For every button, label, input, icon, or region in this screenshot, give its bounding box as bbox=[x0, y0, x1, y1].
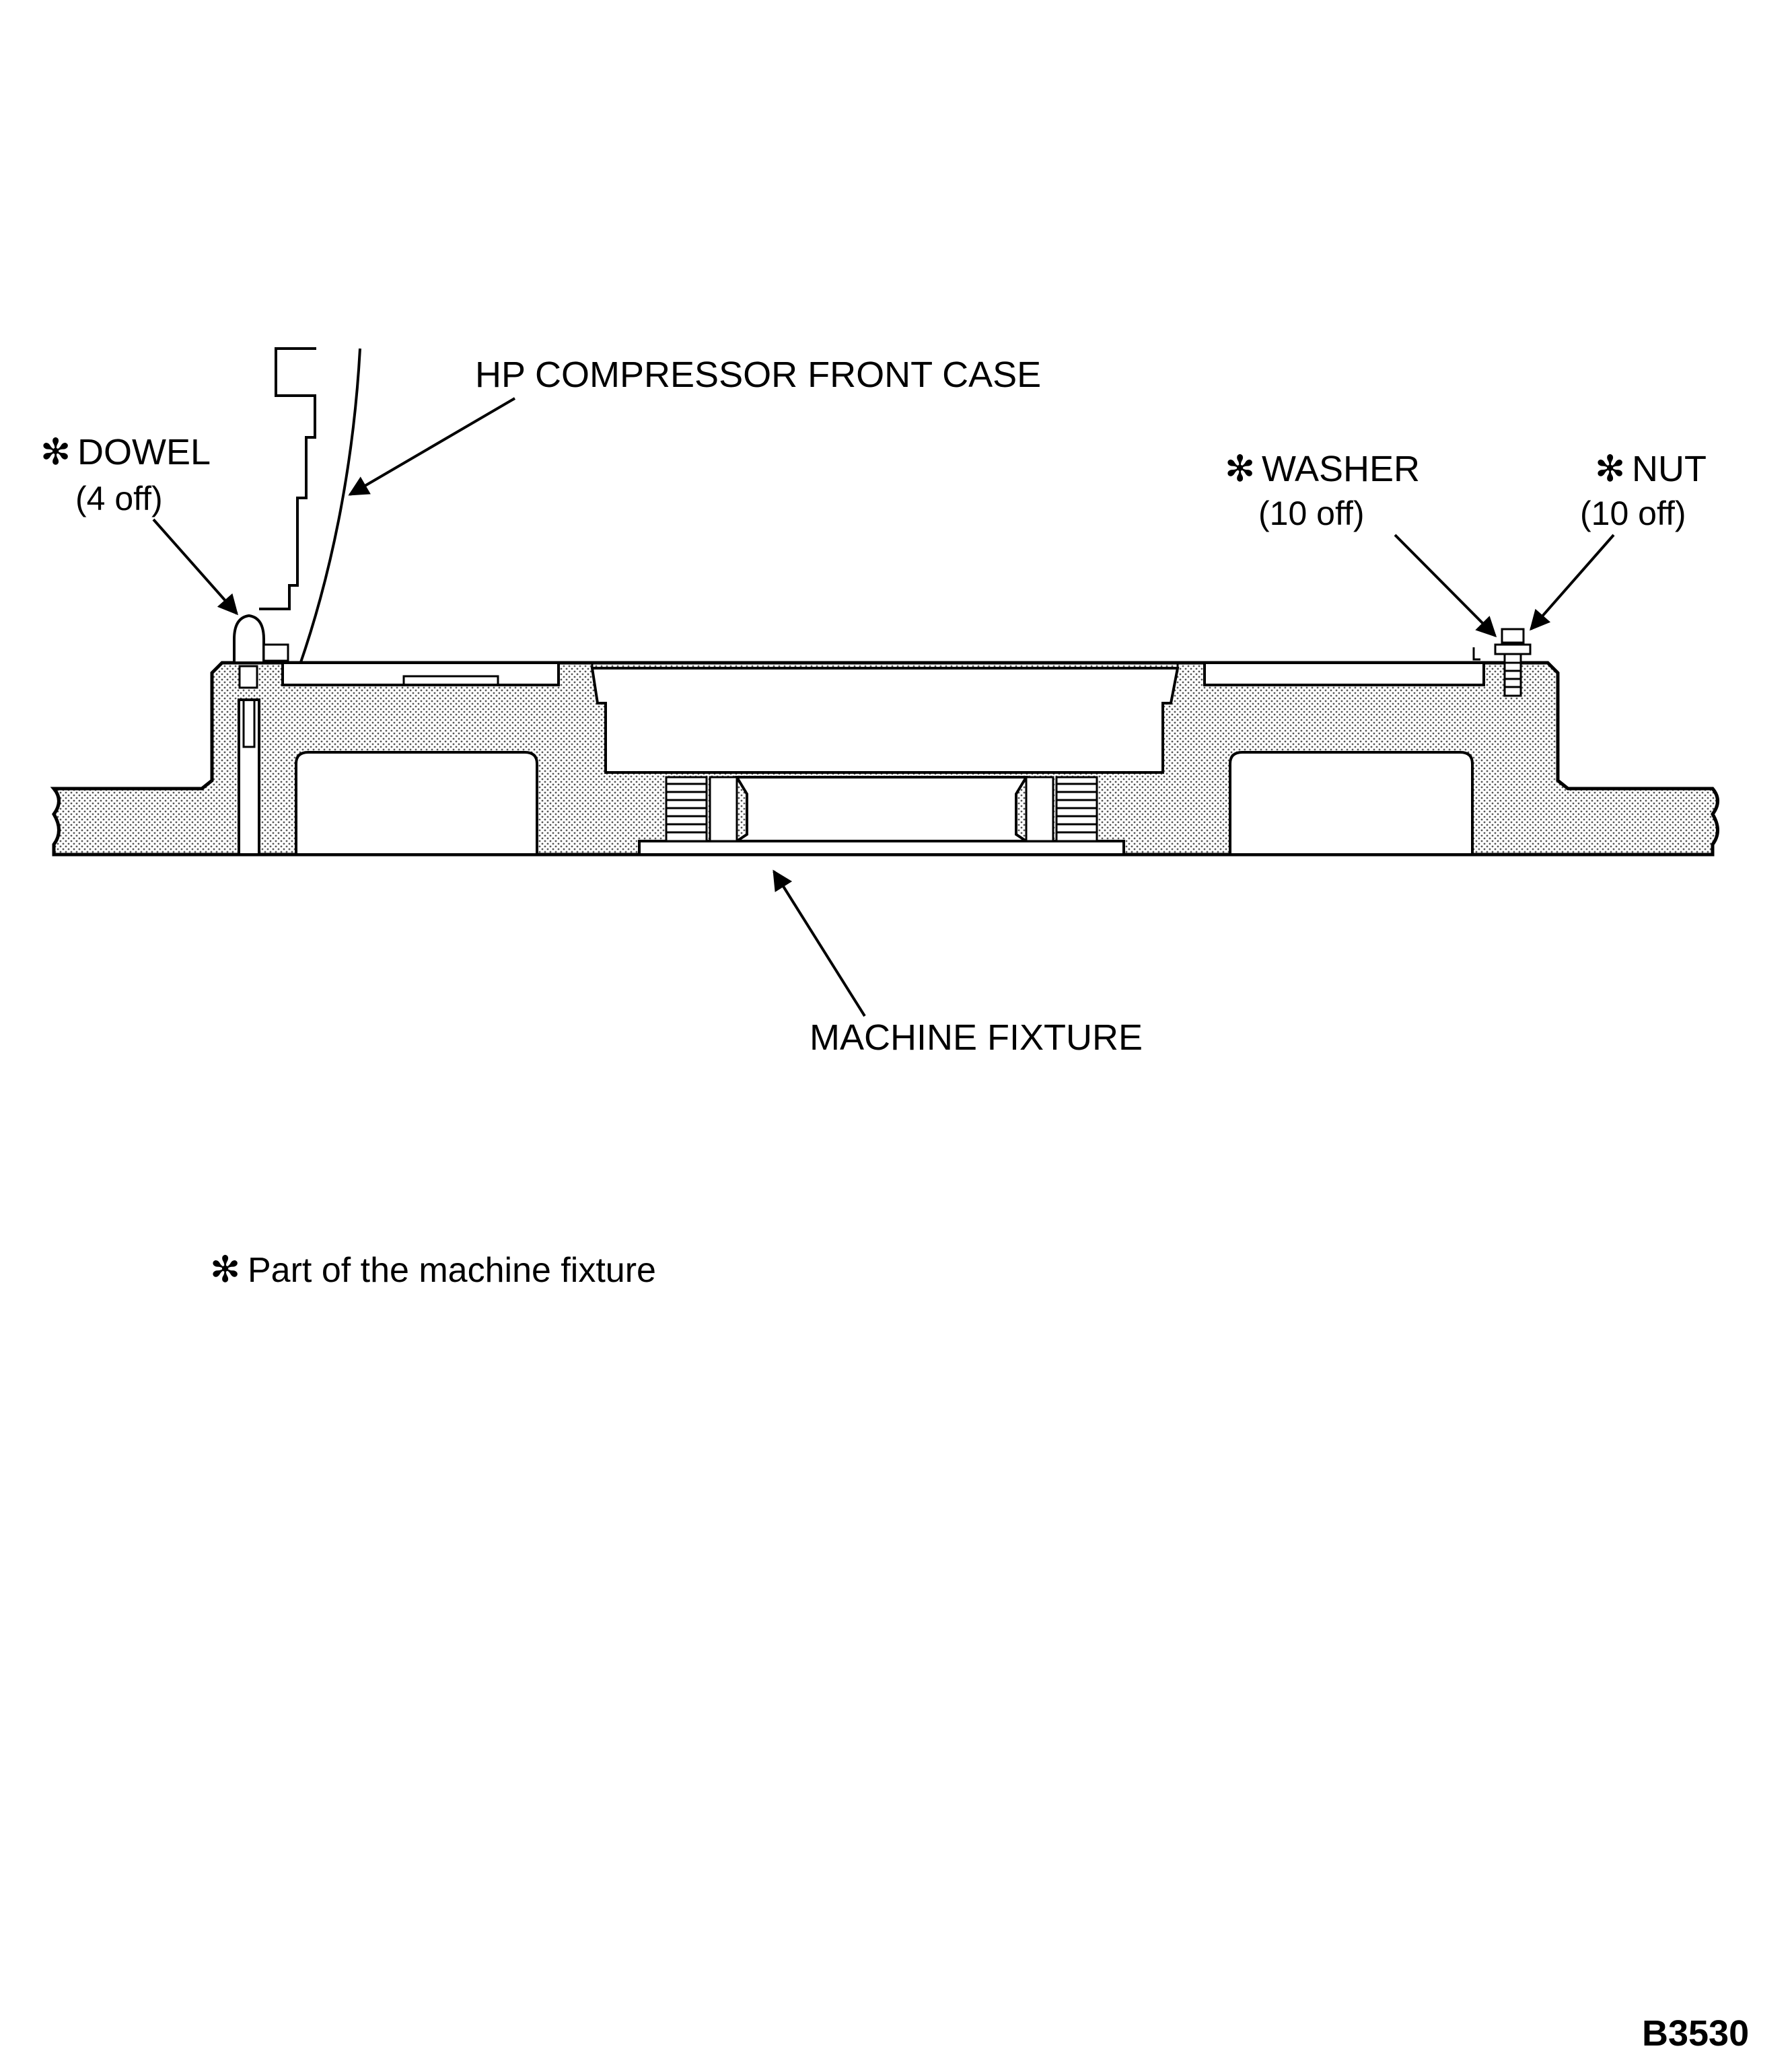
machine-fixture-body bbox=[50, 661, 1719, 857]
label-machine-fixture: MACHINE FIXTURE bbox=[810, 1017, 1143, 1058]
figure-id: B3530 bbox=[1642, 2013, 1749, 2054]
leader-washer bbox=[1394, 534, 1497, 638]
footnote: ✻ Part of the machine fixture bbox=[210, 1248, 656, 1291]
leader-fixture bbox=[773, 869, 866, 1017]
label-nut-qty: (10 off) bbox=[1580, 495, 1686, 532]
label-nut: NUT bbox=[1632, 449, 1707, 489]
asterisk-dowel: ✻ bbox=[40, 431, 71, 473]
label-washer-qty: (10 off) bbox=[1258, 495, 1365, 532]
footnote-asterisk: ✻ bbox=[210, 1248, 240, 1291]
asterisk-nut: ✻ bbox=[1595, 447, 1625, 490]
callout-labels: HP COMPRESSOR FRONT CASE ✻ DOWEL (4 off)… bbox=[40, 355, 1707, 1058]
label-dowel-qty: (4 off) bbox=[75, 480, 163, 517]
leader-lines bbox=[152, 397, 1615, 1017]
label-hp-case: HP COMPRESSOR FRONT CASE bbox=[475, 355, 1041, 395]
label-dowel: DOWEL bbox=[77, 432, 211, 472]
leader-nut bbox=[1530, 534, 1615, 631]
hp-compressor-front-case bbox=[259, 347, 361, 667]
leader-hp-case bbox=[348, 397, 516, 496]
threaded-insert-right bbox=[1025, 776, 1098, 842]
label-washer: WASHER bbox=[1262, 449, 1420, 489]
dowel bbox=[233, 614, 289, 689]
threaded-insert-left bbox=[665, 776, 738, 842]
footnote-text: Part of the machine fixture bbox=[248, 1251, 656, 1290]
leader-dowel bbox=[152, 518, 238, 616]
washer-nut-stud bbox=[1472, 628, 1532, 697]
asterisk-washer: ✻ bbox=[1225, 447, 1255, 490]
